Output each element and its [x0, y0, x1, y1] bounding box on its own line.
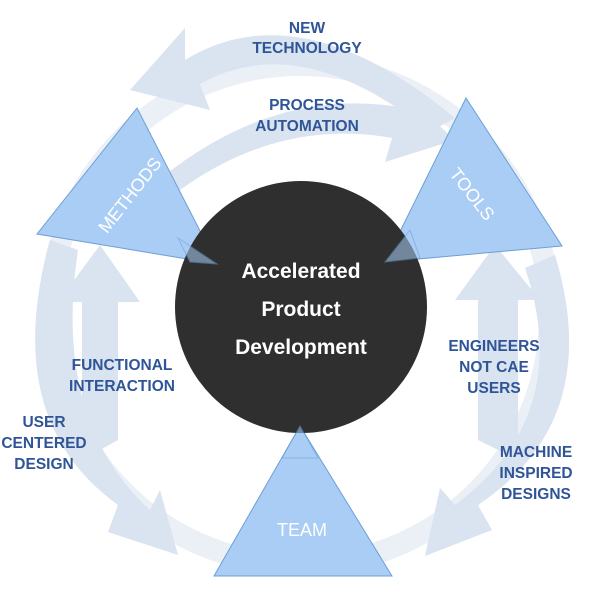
label-functional-interaction: FUNCTIONAL INTERACTION — [69, 357, 175, 395]
triangles — [36, 96, 563, 577]
svg-text:MACHINE: MACHINE — [500, 444, 572, 461]
svg-text:TECHNOLOGY: TECHNOLOGY — [252, 40, 362, 57]
team-label: TEAM — [277, 520, 327, 540]
triangle-tips — [176, 228, 421, 459]
label-new-technology: NEW TECHNOLOGY — [252, 20, 362, 57]
svg-text:ENGINEERS: ENGINEERS — [448, 338, 539, 355]
arrow-process-automation — [165, 88, 455, 190]
core-line-1: Accelerated — [241, 260, 360, 283]
svg-text:AUTOMATION: AUTOMATION — [255, 118, 359, 135]
svg-text:CENTERED: CENTERED — [1, 435, 86, 452]
svg-text:PROCESS: PROCESS — [269, 97, 345, 114]
arrow-engineers-not-cae — [455, 245, 540, 460]
methods-tip — [176, 236, 219, 265]
arrow-functional-interaction — [58, 245, 140, 460]
tools-triangle — [384, 96, 563, 263]
label-machine-inspired-designs: MACHINE INSPIRED DESIGNS — [499, 444, 572, 503]
svg-text:INSPIRED: INSPIRED — [499, 465, 572, 482]
label-process-automation: PROCESS AUTOMATION — [255, 97, 359, 135]
svg-text:NEW: NEW — [289, 20, 326, 37]
svg-text:USER: USER — [22, 414, 65, 431]
core-line-3: Development — [235, 336, 367, 359]
svg-text:FUNCTIONAL: FUNCTIONAL — [72, 357, 173, 374]
svg-text:DESIGNS: DESIGNS — [501, 486, 571, 503]
methods-triangle — [36, 107, 218, 265]
label-user-centered-design: USER CENTERED DESIGN — [1, 414, 86, 473]
team-tip — [281, 424, 319, 459]
core-circle — [175, 181, 427, 433]
arrow-new-technology — [130, 28, 455, 132]
core-line-2: Product — [261, 298, 340, 321]
svg-text:INTERACTION: INTERACTION — [69, 378, 175, 395]
arrow-user-centered-design — [35, 240, 178, 555]
label-engineers-not-cae-users: ENGINEERS NOT CAE USERS — [448, 338, 539, 397]
team-triangle — [213, 425, 393, 577]
tools-tip — [383, 228, 421, 263]
svg-text:DESIGN: DESIGN — [14, 456, 73, 473]
svg-text:NOT CAE: NOT CAE — [459, 359, 529, 376]
svg-text:USERS: USERS — [467, 380, 520, 397]
